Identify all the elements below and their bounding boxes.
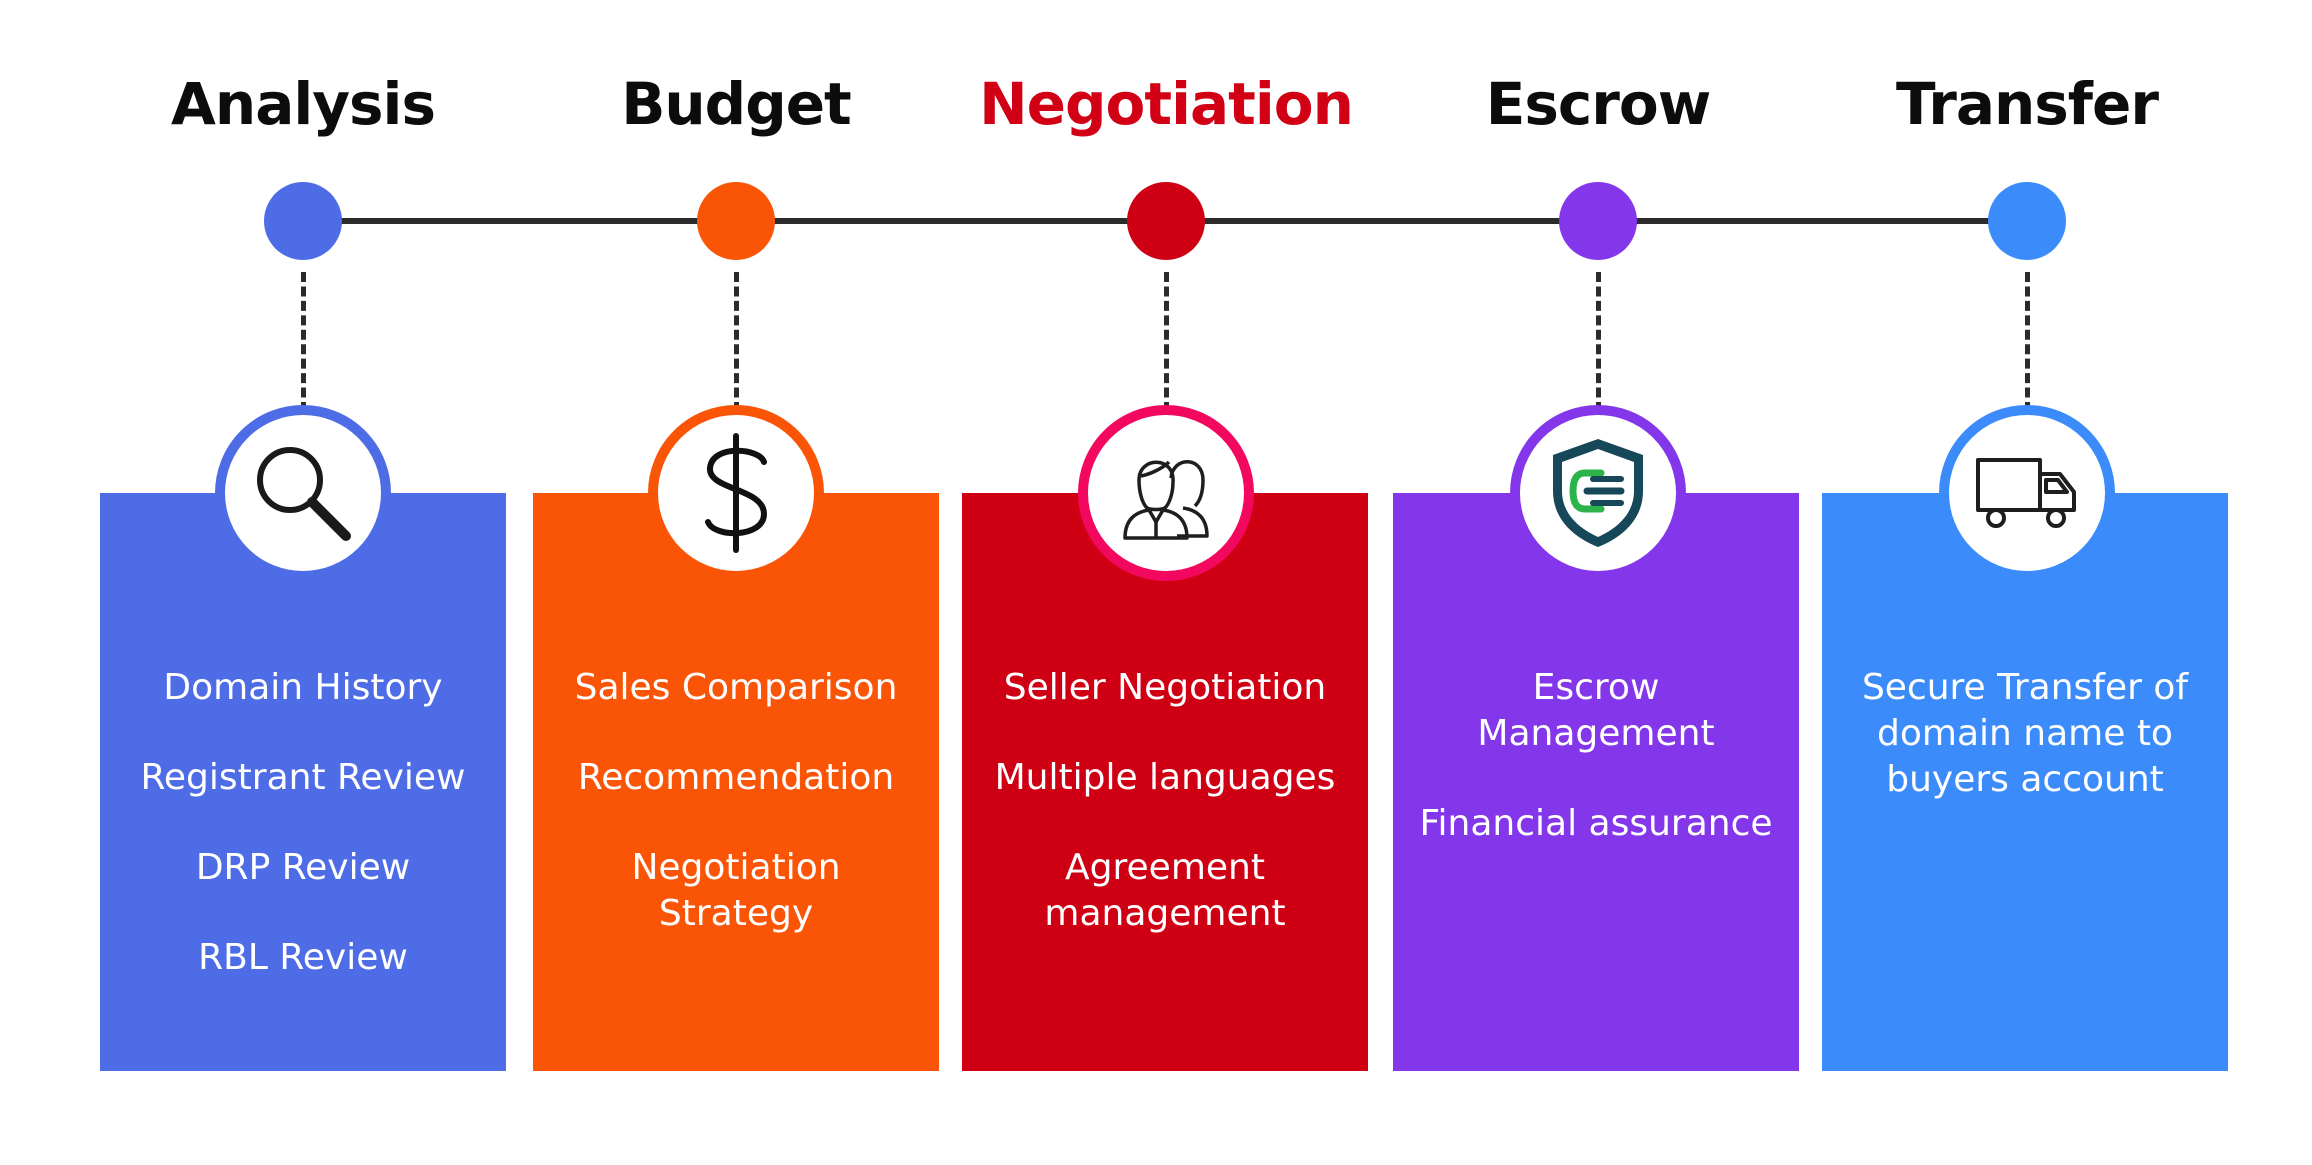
stage-title-analysis: Analysis [171, 70, 436, 138]
stage-card-transfer [1822, 493, 2228, 1071]
stage-title-escrow: Escrow [1485, 70, 1712, 138]
timeline-dot-escrow [1559, 182, 1637, 260]
stage-item: Negotiation Strategy [631, 847, 841, 934]
icon-ring [1078, 405, 1254, 581]
dashed-connector [301, 272, 306, 412]
timeline-dot-analysis [264, 182, 342, 260]
icon-ring [648, 405, 824, 581]
timeline-dot-transfer [1988, 182, 2066, 260]
stage-item: DRP Review [195, 847, 411, 888]
stage-item: RBL Review [198, 937, 408, 978]
stage-item: Registrant Review [140, 757, 466, 798]
stage-title-transfer: Transfer [1896, 70, 2159, 138]
stage-item: Recommendation [577, 757, 895, 798]
stage-item: Financial assurance [1419, 803, 1773, 844]
stage-item: Agreement management [1044, 847, 1286, 934]
shield-icon [1553, 439, 1643, 547]
stage-card-negotiation [962, 493, 1368, 1071]
stage-card-budget [533, 493, 939, 1071]
stage-title-negotiation: Negotiation [979, 70, 1354, 138]
timeline-dot-budget [697, 182, 775, 260]
dashed-connector [734, 272, 739, 412]
stage-item: Multiple languages [994, 757, 1336, 798]
dashed-connector [2025, 272, 2030, 412]
icon-ring [1939, 405, 2115, 581]
truck-icon [1976, 458, 2076, 528]
icon-ring [215, 405, 391, 581]
stage-card-escrow [1393, 493, 1799, 1071]
dollar-icon [705, 433, 768, 553]
stage-item: Domain History [163, 667, 443, 708]
dashed-connector [1164, 272, 1169, 412]
icon-ring [1510, 405, 1686, 581]
stage-item: Seller Negotiation [1003, 667, 1327, 708]
stage-card-analysis [100, 493, 506, 1071]
stage-title-budget: Budget [621, 70, 852, 138]
stage-items: Secure Transfer of domain name to buyers… [1822, 665, 2228, 847]
timeline-dot-negotiation [1127, 182, 1205, 260]
stage-item: Sales Comparison [574, 667, 898, 708]
stage-item: Secure Transfer of domain name to buyers… [1861, 667, 2189, 800]
stage-item: Escrow Management [1477, 667, 1715, 754]
people-icon [1123, 460, 1209, 540]
dashed-connector [1596, 272, 1601, 412]
magnifier-icon [257, 447, 351, 541]
